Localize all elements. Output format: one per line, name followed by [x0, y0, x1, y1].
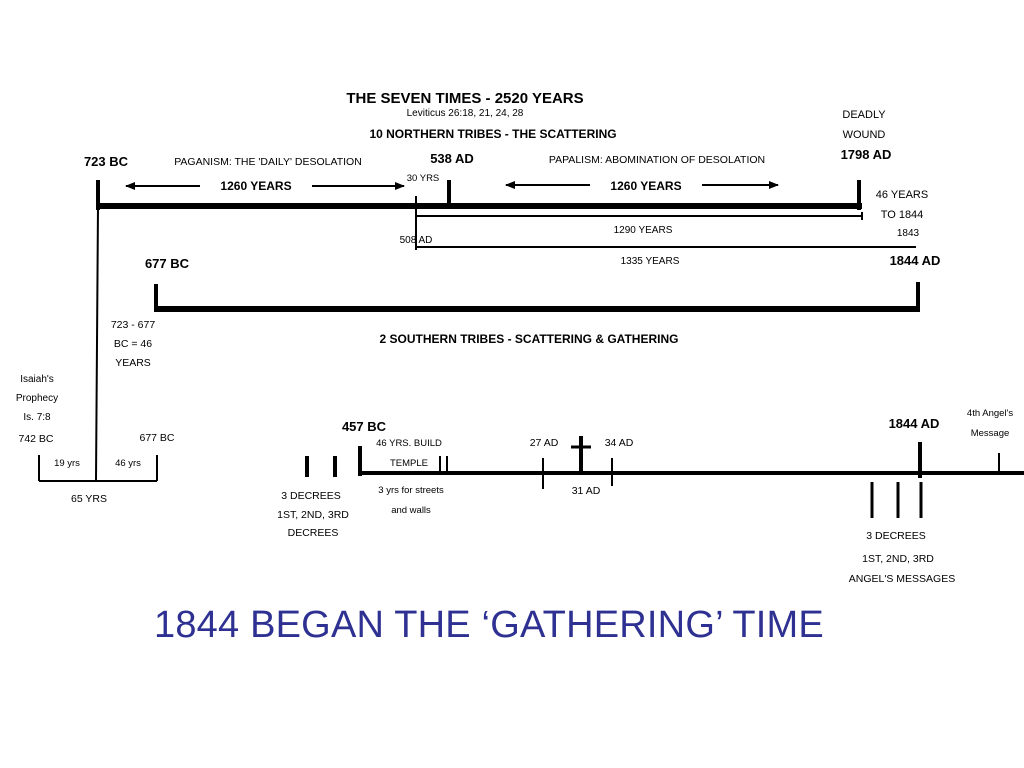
label-years-46: YEARS	[115, 357, 151, 369]
label-30-yrs: 30 YRS	[407, 173, 440, 184]
label-27-ad: 27 AD	[530, 437, 559, 449]
label-723-bc: 723 BC	[84, 154, 129, 169]
label-isaiahs: Isaiah's	[20, 374, 54, 385]
label-1260-years-papal: 1260 YEARS	[610, 179, 681, 193]
label-decrees: DECREES	[288, 527, 339, 539]
southern-tribes-title: 2 SOUTHERN TRIBES - SCATTERING & GATHERI…	[380, 332, 679, 346]
label-prophecy: Prophecy	[16, 393, 58, 404]
label-19-yrs: 19 yrs	[54, 458, 80, 469]
label-46-years: 46 YEARS	[876, 189, 928, 201]
label-temple: TEMPLE	[390, 458, 428, 469]
label-31-ad: 31 AD	[572, 485, 601, 497]
label-538-ad: 538 AD	[430, 151, 474, 166]
label-508-ad: 508 AD	[400, 235, 433, 246]
label-4th-angels: 4th Angel's	[967, 408, 1013, 419]
vertical-723-bc	[95, 205, 99, 481]
label-to-1844: TO 1844	[881, 209, 924, 221]
label-1st-2nd-3rd: 1ST, 2ND, 3RD	[277, 509, 349, 521]
label-1798-ad: 1798 AD	[841, 147, 892, 162]
label-and-walls: and walls	[391, 505, 431, 516]
label-677-bc-small: 677 BC	[139, 432, 174, 444]
label-1844-ad-bottom: 1844 AD	[889, 416, 940, 431]
label-34-ad: 34 AD	[605, 437, 634, 449]
label-1260-years-pagan: 1260 YEARS	[220, 179, 291, 193]
cross-icon	[571, 436, 591, 473]
label-angels-messages: ANGEL'S MESSAGES	[849, 573, 955, 585]
label-3-decrees: 3 DECREES	[281, 490, 341, 502]
label-3-yrs-streets: 3 yrs for streets	[378, 485, 444, 496]
label-677-bc: 677 BC	[145, 256, 190, 271]
northern-tribes-title: 10 NORTHERN TRIBES - THE SCATTERING	[369, 127, 616, 141]
label-65-yrs: 65 YRS	[71, 493, 107, 505]
diagram-title: THE SEVEN TIMES - 2520 YEARS	[346, 90, 583, 107]
label-723-677: 723 - 677	[111, 319, 156, 331]
label-bc-46: BC = 46	[114, 338, 152, 350]
label-paganism: PAGANISM: THE 'DAILY' DESOLATION	[174, 156, 362, 168]
label-457-bc: 457 BC	[342, 419, 387, 434]
label-wound: WOUND	[843, 129, 886, 141]
label-angel-1st-2nd-3rd: 1ST, 2ND, 3RD	[862, 553, 934, 565]
label-papalism: PAPALISM: ABOMINATION OF DESOLATION	[549, 154, 765, 166]
label-1335-years: 1335 YEARS	[621, 256, 680, 267]
label-is-7-8: Is. 7:8	[23, 412, 51, 423]
label-742-bc: 742 BC	[18, 433, 53, 445]
label-1843: 1843	[897, 228, 920, 239]
label-1290-years: 1290 YEARS	[614, 225, 673, 236]
label-1844-ad-top: 1844 AD	[890, 253, 941, 268]
label-angel-3-decrees: 3 DECREES	[866, 530, 926, 542]
label-46-yrs-build: 46 YRS. BUILD	[376, 438, 442, 449]
footer-caption: 1844 BEGAN THE ‘GATHERING’ TIME	[154, 604, 824, 646]
label-message: Message	[971, 428, 1010, 439]
label-46-yrs: 46 yrs	[115, 458, 141, 469]
scripture-reference: Leviticus 26:18, 21, 24, 28	[407, 108, 524, 119]
label-deadly: DEADLY	[842, 109, 886, 121]
